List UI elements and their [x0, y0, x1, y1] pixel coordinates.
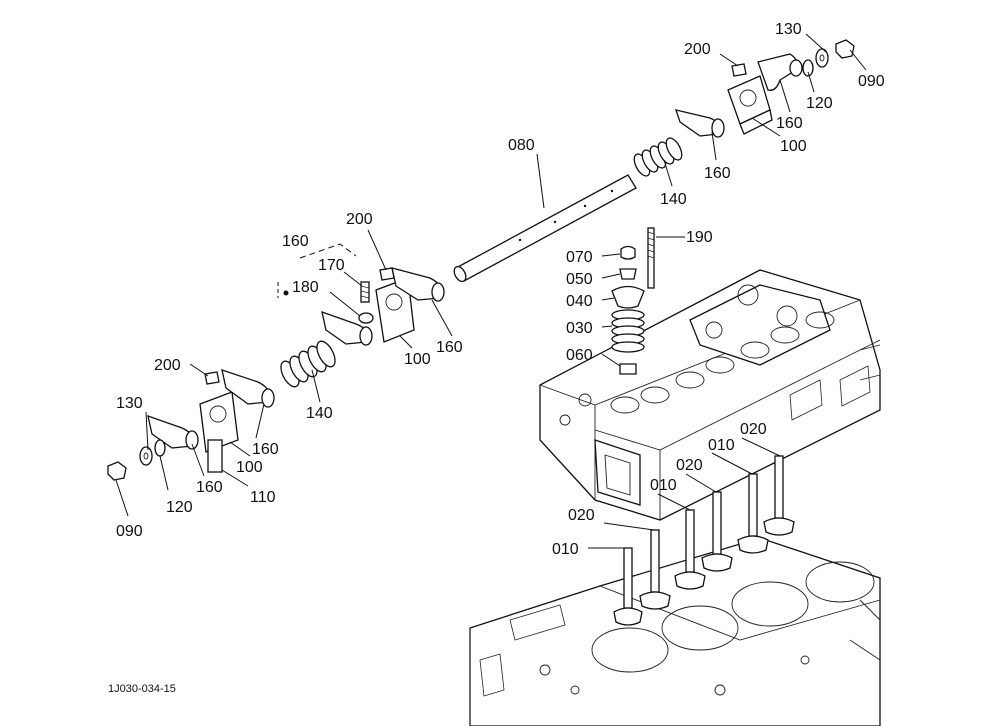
label-020-b: 020 [676, 457, 703, 474]
valve-stem-seal [619, 363, 637, 375]
label-020-c: 020 [568, 507, 595, 524]
valve-spring-stack [611, 245, 645, 375]
label-160-top-b: 160 [704, 165, 731, 182]
rocker-shaft [453, 174, 637, 283]
stud-bolt [647, 227, 655, 289]
rocker-arm-lower-b [147, 414, 199, 450]
spring-middle [280, 340, 336, 388]
lock-nut [358, 312, 374, 324]
valve-spring [611, 309, 645, 353]
rocker-assembly-middle [277, 243, 445, 388]
rocker-arm-middle-b [321, 310, 373, 346]
figure-reference-code: 1J030-034-15 [108, 683, 176, 695]
rocker-arm-upper-a [757, 53, 803, 91]
label-030: 030 [566, 320, 593, 337]
label-160-left-b: 160 [196, 479, 223, 496]
label-040: 040 [566, 293, 593, 310]
valve-2 [639, 529, 671, 610]
valves [613, 455, 795, 626]
label-090-top: 090 [858, 73, 885, 90]
label-200-mid: 200 [346, 211, 373, 228]
valve-4 [701, 491, 733, 572]
rocker-bracket-lower [199, 391, 239, 453]
rocker-arm-lower-a [221, 369, 275, 408]
part-labels: 130 090 200 120 160 100 160 080 140 190 … [116, 21, 885, 558]
spring-retainer [611, 285, 645, 309]
rocker-assembly-upper [633, 39, 855, 177]
bolt-lower [107, 461, 127, 481]
label-180: 180 [292, 279, 319, 296]
adjusting-screw [360, 281, 370, 303]
rocker-arm-upper-b [675, 109, 725, 138]
nut-middle [379, 267, 395, 281]
label-100-top: 100 [780, 138, 807, 155]
label-160-mid: 160 [436, 339, 463, 356]
label-130-left: 130 [116, 395, 143, 412]
valve-3 [674, 509, 706, 590]
valve-5 [737, 473, 769, 554]
label-010-a: 010 [708, 437, 735, 454]
label-100-left: 100 [236, 459, 263, 476]
label-070: 070 [566, 249, 593, 266]
label-120-left: 120 [166, 499, 193, 516]
leader-lines [115, 33, 867, 549]
label-010-c: 010 [552, 541, 579, 558]
spring-upper [633, 137, 683, 177]
rocker-arm-middle-a [391, 267, 445, 302]
label-160-top-a: 160 [776, 115, 803, 132]
nut-lower [204, 371, 220, 385]
label-160-left-a: 160 [252, 441, 279, 458]
label-110: 110 [250, 489, 276, 506]
label-060: 060 [566, 347, 593, 364]
washer-lower [139, 439, 166, 466]
bolt-upper [835, 39, 855, 59]
pipe-sleeve [207, 439, 223, 473]
label-140-top: 140 [660, 191, 687, 208]
label-130-top: 130 [775, 21, 802, 38]
group-bracket-top [299, 243, 357, 259]
label-120-top: 120 [806, 95, 833, 112]
label-170: 170 [318, 257, 345, 274]
label-080: 080 [508, 137, 535, 154]
nut-upper [731, 63, 747, 77]
label-200-top: 200 [684, 41, 711, 58]
label-020-a: 020 [740, 421, 767, 438]
label-010-b: 010 [650, 477, 677, 494]
valve-6 [763, 455, 795, 536]
label-100-mid: 100 [404, 351, 431, 368]
valve-cap [620, 245, 636, 260]
rocker-bracket-upper [727, 75, 773, 135]
cylinder-head [539, 269, 881, 521]
label-090-left: 090 [116, 523, 143, 540]
label-140-mid: 140 [306, 405, 333, 422]
collet [619, 268, 637, 280]
washer-upper [802, 48, 829, 77]
valve-1 [613, 547, 643, 626]
bullet-dot [283, 290, 289, 296]
label-190: 190 [686, 229, 713, 246]
label-050: 050 [566, 271, 593, 288]
label-160-group: 160 [282, 233, 309, 250]
label-200-left: 200 [154, 357, 181, 374]
cylinder-block [469, 537, 881, 726]
rocker-assembly-lower [107, 369, 275, 481]
